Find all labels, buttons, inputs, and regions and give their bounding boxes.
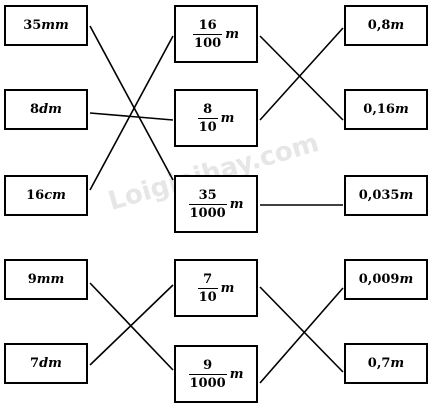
numerator: 35 — [198, 187, 217, 203]
left-unit: mm — [36, 272, 65, 287]
connector-L2-M2 — [89, 112, 174, 121]
left-unit: mm — [41, 18, 69, 33]
connector-L5-M4 — [89, 284, 174, 366]
middle-unit: m — [225, 26, 239, 42]
numerator: 16 — [198, 17, 217, 33]
right-value: 0,035 — [358, 188, 400, 203]
denominator: 1000 — [188, 203, 227, 221]
left-unit: cm — [44, 188, 66, 203]
connector-M1-R2 — [259, 35, 344, 121]
right-value: 0,7 — [367, 356, 391, 371]
denominator: 1000 — [188, 373, 227, 391]
connector-L1-M3 — [89, 25, 174, 181]
numerator: 7 — [203, 271, 213, 287]
middle-unit: m — [220, 280, 235, 296]
right-unit: m — [390, 356, 405, 371]
denominator: 10 — [197, 287, 218, 305]
right-value: 0,009 — [358, 272, 400, 287]
left-unit: dm — [39, 356, 62, 371]
denominator: 100 — [193, 33, 223, 51]
right-unit: m — [399, 272, 414, 287]
middle-unit: m — [220, 110, 235, 126]
left-value: 7 — [30, 356, 40, 371]
left-value: 35 — [23, 18, 42, 33]
connector-L3-M1 — [89, 35, 174, 191]
connector-M4-R5 — [259, 286, 344, 373]
numerator: 8 — [203, 101, 213, 117]
connector-M5-R4 — [259, 287, 344, 384]
right-value: 0,8 — [367, 18, 391, 33]
left-value: 16 — [26, 188, 45, 203]
left-value: 8 — [30, 102, 40, 117]
right-unit: m — [390, 18, 405, 33]
middle-unit: m — [229, 366, 244, 382]
numerator: 9 — [203, 357, 213, 373]
connector-L4-M5 — [89, 282, 174, 371]
connector-M2-R1 — [259, 27, 344, 121]
left-value: 9 — [27, 272, 37, 287]
left-unit: dm — [39, 102, 62, 117]
denominator: 10 — [197, 117, 218, 135]
right-unit: m — [399, 188, 414, 203]
right-unit: m — [394, 102, 409, 117]
middle-unit: m — [229, 196, 244, 212]
right-value: 0,16 — [363, 102, 395, 117]
